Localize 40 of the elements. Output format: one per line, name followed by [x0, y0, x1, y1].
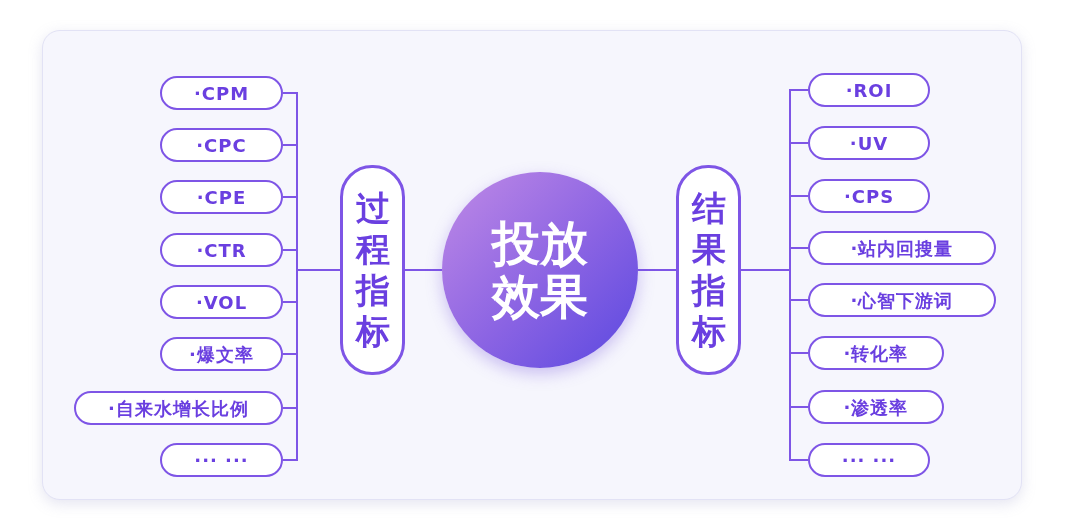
metric-pill: [74, 391, 283, 425]
metric-pill: [808, 390, 944, 424]
node-label: ··· ···: [841, 448, 897, 473]
metric-pill: [160, 76, 283, 110]
node-label: ·ROI: [845, 78, 893, 103]
metric-pill: [808, 336, 944, 370]
node-label: ·CPS: [843, 184, 895, 209]
node-label: ··· ···: [194, 448, 249, 473]
metric-pill: [808, 283, 996, 317]
node-label: ·站内回搜量: [850, 236, 954, 261]
node-label: ·VOL: [195, 290, 248, 315]
category-pill: [676, 165, 741, 375]
metric-pill: [160, 128, 283, 162]
connector-line: [740, 269, 809, 461]
node-label: ·UV: [849, 131, 889, 156]
node-label: ·CPM: [193, 81, 250, 106]
node-label: ·CTR: [196, 238, 247, 263]
node-label: ·渗透率: [843, 395, 909, 420]
node-label: 结果指标: [691, 188, 726, 352]
metric-pill: [808, 231, 996, 265]
metric-pill: [808, 443, 930, 477]
metric-pill: [160, 180, 283, 214]
category-pill: [340, 165, 405, 375]
node-label: 投放效果: [492, 217, 588, 323]
metric-pill: [808, 126, 930, 160]
metric-pill: [808, 179, 930, 213]
node-label: ·爆文率: [189, 342, 254, 367]
metric-pill: [160, 443, 283, 477]
metric-pill: [808, 73, 930, 107]
metric-pill: [160, 233, 283, 267]
metric-pill: [160, 337, 283, 371]
node-label: ·转化率: [843, 341, 909, 366]
metric-pill: [160, 285, 283, 319]
node-label: ·自来水增长比例: [108, 396, 249, 421]
node-label: 过程指标: [355, 188, 390, 352]
connector-line: [404, 269, 443, 271]
node-label: ·心智下游词: [850, 288, 954, 313]
node-label: ·CPC: [196, 133, 247, 158]
connector-line: [637, 269, 677, 271]
node-label: ·CPE: [196, 185, 247, 210]
